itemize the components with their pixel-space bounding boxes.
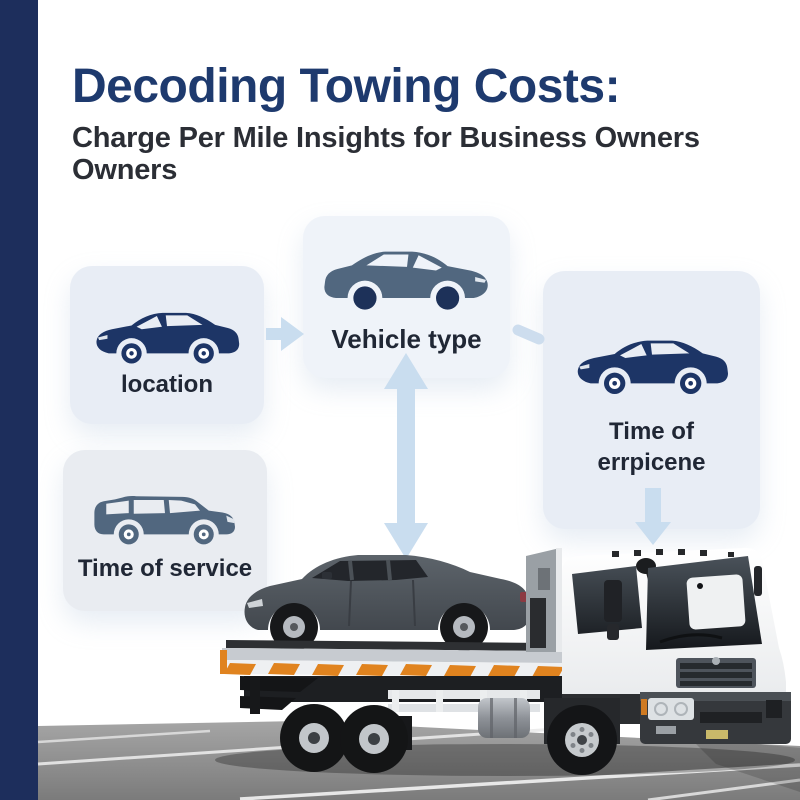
- subtitle-line-1: Charge Per Mile Insights for Business Ow…: [72, 121, 700, 154]
- car-right-icon: [323, 251, 488, 310]
- arrow-vertical-double-icon: [384, 353, 428, 559]
- sedan-left-icon: [577, 340, 728, 394]
- suv-right-icon: [94, 496, 235, 545]
- node-service-label: Time of service: [77, 555, 253, 583]
- towed-sedan: [244, 555, 532, 651]
- arrow-right-icon: [266, 317, 304, 351]
- arrow-down-icon: [635, 488, 671, 545]
- header: Decoding Towing Costs: Charge Per Mile I…: [72, 62, 772, 187]
- left-accent-bar: [0, 0, 38, 800]
- truck-cab: [526, 547, 791, 775]
- connector-dash-icon: [512, 324, 545, 345]
- node-location-label: location: [120, 370, 213, 398]
- sedan-left-icon: [96, 312, 240, 364]
- node-time-of-service: Time of service: [63, 450, 267, 611]
- node-vehicle-type: Vehicle type: [303, 216, 510, 378]
- page-title: Decoding Towing Costs:: [72, 60, 621, 113]
- page-subtitle: Charge Per Mile Insights for Business Ow…: [72, 122, 772, 187]
- tow-truck-photo: [37, 547, 800, 800]
- subtitle-line-2: Owners: [72, 154, 178, 187]
- node-vehicle-type-label: Vehicle type: [331, 324, 482, 355]
- node-location: location: [70, 266, 264, 424]
